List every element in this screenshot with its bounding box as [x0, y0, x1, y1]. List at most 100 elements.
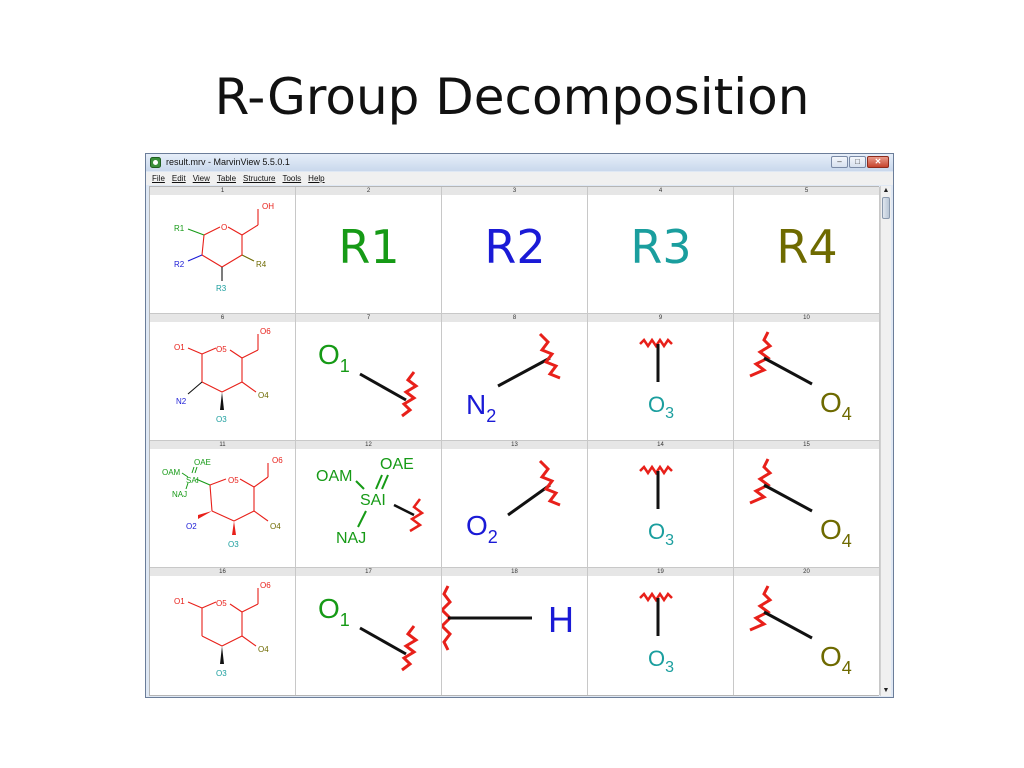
svg-text:O4: O4 — [820, 514, 852, 551]
svg-text:O3: O3 — [648, 519, 674, 549]
cell-index: 13 — [442, 441, 587, 449]
grid-cell[interactable]: 11 OA — [150, 441, 296, 568]
marvinview-window: result.mrv - MarvinView 5.5.0.1 – □ ✕ Fi… — [145, 153, 894, 698]
atom-subscript: 4 — [842, 404, 852, 424]
o5-label: O5 — [216, 599, 227, 608]
sai-sugar-structure: OAM OAE SAI NAJ O6 O5 O2 O4 O3 — [162, 456, 283, 549]
cell-index: 2 — [296, 187, 441, 195]
o2-label: O2 — [186, 522, 197, 531]
atom-symbol: O — [648, 646, 665, 671]
grid-cell[interactable]: 3 R2 — [442, 187, 588, 314]
window-controls: – □ ✕ — [831, 156, 889, 168]
menu-view[interactable]: View — [192, 174, 210, 183]
o6-label: O6 — [260, 327, 271, 336]
grid-cell[interactable]: 1 OH O R1 R2 — [150, 187, 296, 314]
grid-cell[interactable]: 17 O1 — [296, 568, 442, 695]
cell-index: 17 — [296, 568, 441, 576]
atom-subscript: 3 — [665, 659, 674, 676]
menu-tools[interactable]: Tools — [282, 174, 302, 183]
menu-edit[interactable]: Edit — [171, 174, 186, 183]
grid-cell[interactable]: 8 N2 — [442, 314, 588, 441]
menu-file[interactable]: File — [152, 174, 165, 183]
menu-table[interactable]: Table — [216, 174, 237, 183]
atom-subscript: 1 — [340, 356, 350, 376]
svg-text:O4: O4 — [820, 641, 852, 678]
atom-symbol: O — [820, 514, 842, 545]
grid-cell[interactable]: 13 O2 — [442, 441, 588, 568]
menu-structure[interactable]: Structure — [243, 174, 276, 183]
grid-cell[interactable]: 15 O4 — [734, 441, 880, 568]
n2-label: N2 — [176, 397, 187, 406]
grid-cell[interactable]: 4 R3 — [588, 187, 734, 314]
n2-fragment: N2 — [466, 332, 561, 426]
grid-cell[interactable]: 14 O3 — [588, 441, 734, 568]
minimize-button[interactable]: – — [831, 156, 848, 168]
window-title: result.mrv - MarvinView 5.5.0.1 — [166, 157, 290, 167]
grid-cell[interactable]: 10 O4 — [734, 314, 880, 441]
oae-label: OAE — [194, 458, 211, 467]
structure-grid: 1 OH O R1 R2 — [149, 186, 880, 696]
atom-symbol: O — [648, 519, 665, 544]
cell-index: 18 — [442, 568, 587, 576]
o1-fragment: O1 — [318, 593, 419, 672]
o1-label: O1 — [174, 597, 185, 606]
attachment-wavy-bond — [639, 464, 673, 476]
o4-fragment: O4 — [749, 585, 852, 678]
o3-label: O3 — [216, 415, 227, 424]
attachment-wavy-bond — [401, 625, 419, 672]
svg-text:N2: N2 — [466, 389, 496, 426]
o6-label: O6 — [272, 456, 283, 465]
deoxy-sugar-structure: O6 O5 O1 O4 O3 — [174, 581, 271, 678]
marvin-app-icon — [150, 157, 161, 168]
scrollbar-thumb[interactable] — [882, 197, 890, 219]
grid-cell[interactable]: 5 R4 — [734, 187, 880, 314]
vertical-scrollbar[interactable]: ▲ ▼ — [880, 186, 891, 696]
cell-index: 12 — [296, 441, 441, 449]
close-button[interactable]: ✕ — [867, 156, 889, 168]
o4-fragment: O4 — [749, 331, 852, 424]
grid-cell[interactable]: 16 O6 O5 O1 O4 O — [150, 568, 296, 695]
grid-cell[interactable]: 18 H — [442, 568, 588, 695]
cell-index: 19 — [588, 568, 733, 576]
o6-label: O6 — [260, 581, 271, 590]
svg-text:O3: O3 — [648, 646, 674, 676]
attachment-wavy-bond — [538, 332, 561, 380]
atom-subscript: 2 — [486, 406, 496, 426]
o4-label: O4 — [270, 522, 281, 531]
h-fragment: H — [442, 585, 574, 651]
atom-subscript: 3 — [665, 405, 674, 422]
glucosamine-structure: O6 O5 O1 N2 O4 O3 — [174, 327, 271, 424]
attachment-wavy-bond — [639, 337, 673, 349]
atom-subscript: 1 — [340, 610, 350, 630]
r3-label: R3 — [216, 284, 227, 293]
cell-index: 10 — [734, 314, 879, 322]
attachment-wavy-bond — [749, 585, 773, 632]
oam-label: OAM — [162, 468, 181, 477]
rgroup-label: R3 — [630, 220, 692, 274]
scroll-down-icon[interactable]: ▼ — [882, 687, 890, 694]
atom-symbol: H — [548, 599, 574, 640]
o3-label: O3 — [216, 669, 227, 678]
cell-index: 16 — [150, 568, 295, 576]
grid-cell[interactable]: 19 O3 — [588, 568, 734, 695]
grid-cell[interactable]: 12 OAM OAE SAI NAJ — [296, 441, 442, 568]
attachment-wavy-bond — [409, 498, 425, 533]
cell-index: 14 — [588, 441, 733, 449]
menu-help[interactable]: Help — [308, 174, 325, 183]
grid-cell[interactable]: 20 O4 — [734, 568, 880, 695]
grid-cell[interactable]: 9 O3 — [588, 314, 734, 441]
maximize-button[interactable]: □ — [849, 156, 866, 168]
o3-label: O3 — [228, 540, 239, 549]
window-titlebar[interactable]: result.mrv - MarvinView 5.5.0.1 – □ ✕ — [146, 154, 893, 171]
grid-cell[interactable]: 2 R1 — [296, 187, 442, 314]
o4-fragment: O4 — [749, 458, 852, 551]
o4-label: O4 — [258, 391, 269, 400]
o3-fragment: O3 — [639, 337, 674, 422]
grid-cell[interactable]: 7 O1 — [296, 314, 442, 441]
svg-text:O3: O3 — [648, 392, 674, 422]
grid-cell[interactable]: 6 O6 O5 O1 N2 — [150, 314, 296, 441]
oae-label: OAE — [380, 456, 414, 473]
scroll-up-icon[interactable]: ▲ — [882, 187, 890, 194]
cell-index: 7 — [296, 314, 441, 322]
r4-label: R4 — [256, 260, 267, 269]
